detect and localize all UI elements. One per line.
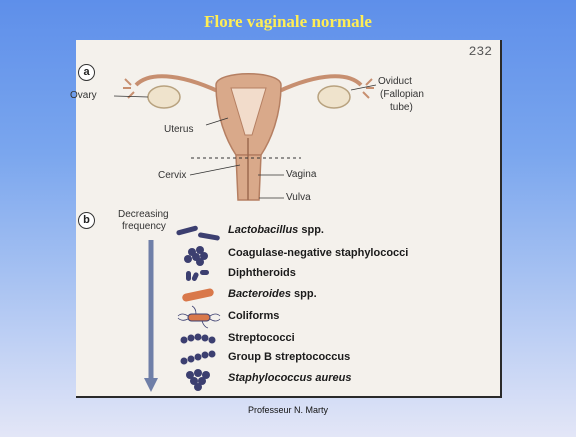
textbook-figure: 232 a b Ovary Oviduct (Fallopian tube) U… [76, 40, 502, 398]
page-number: 232 [469, 44, 492, 59]
streptococci-icon [181, 334, 216, 344]
organism-row: Lactobacillus spp. [228, 224, 324, 236]
label-frequency: frequency [122, 221, 166, 232]
bacteroides-icon [182, 288, 215, 302]
label-vagina: Vagina [286, 169, 316, 180]
cns-cluster-icon [184, 246, 208, 266]
organism-row: Diphtheroids [228, 267, 296, 279]
label-ovary: Ovary [70, 90, 97, 101]
organism-row: Bacteroides spp. [228, 288, 317, 300]
lactobacillus-icon [176, 225, 220, 241]
staph-aureus-cluster-icon [186, 369, 210, 391]
organism-row: Streptococci [228, 332, 295, 344]
organism-row: Group B streptococcus [228, 351, 350, 363]
organism-row: Staphylococcus aureus [228, 372, 352, 384]
label-vulva: Vulva [286, 192, 311, 203]
label-cervix: Cervix [158, 170, 186, 181]
label-oviduct: Oviduct [378, 76, 412, 87]
panel-a-marker: a [78, 64, 95, 81]
right-fimbriae [363, 79, 374, 98]
left-fimbriae [123, 79, 134, 98]
frequency-arrowhead [144, 378, 158, 392]
left-ovary [148, 86, 180, 108]
group-b-strep-icon [181, 351, 216, 365]
coliform-icon [178, 306, 220, 328]
label-decreasing: Decreasing [118, 209, 169, 220]
author-credit: Professeur N. Marty [0, 405, 576, 415]
slide-title: Flore vaginale normale [0, 12, 576, 32]
panel-b-marker: b [78, 212, 95, 229]
organism-row: Coliforms [228, 310, 279, 322]
diphtheroid-icon [186, 270, 209, 282]
label-tube: tube) [390, 102, 413, 113]
organism-row: Coagulase-negative staphylococci [228, 247, 408, 259]
right-ovary [318, 86, 350, 108]
label-fallopian: (Fallopian [380, 89, 424, 100]
label-uterus: Uterus [164, 124, 193, 135]
